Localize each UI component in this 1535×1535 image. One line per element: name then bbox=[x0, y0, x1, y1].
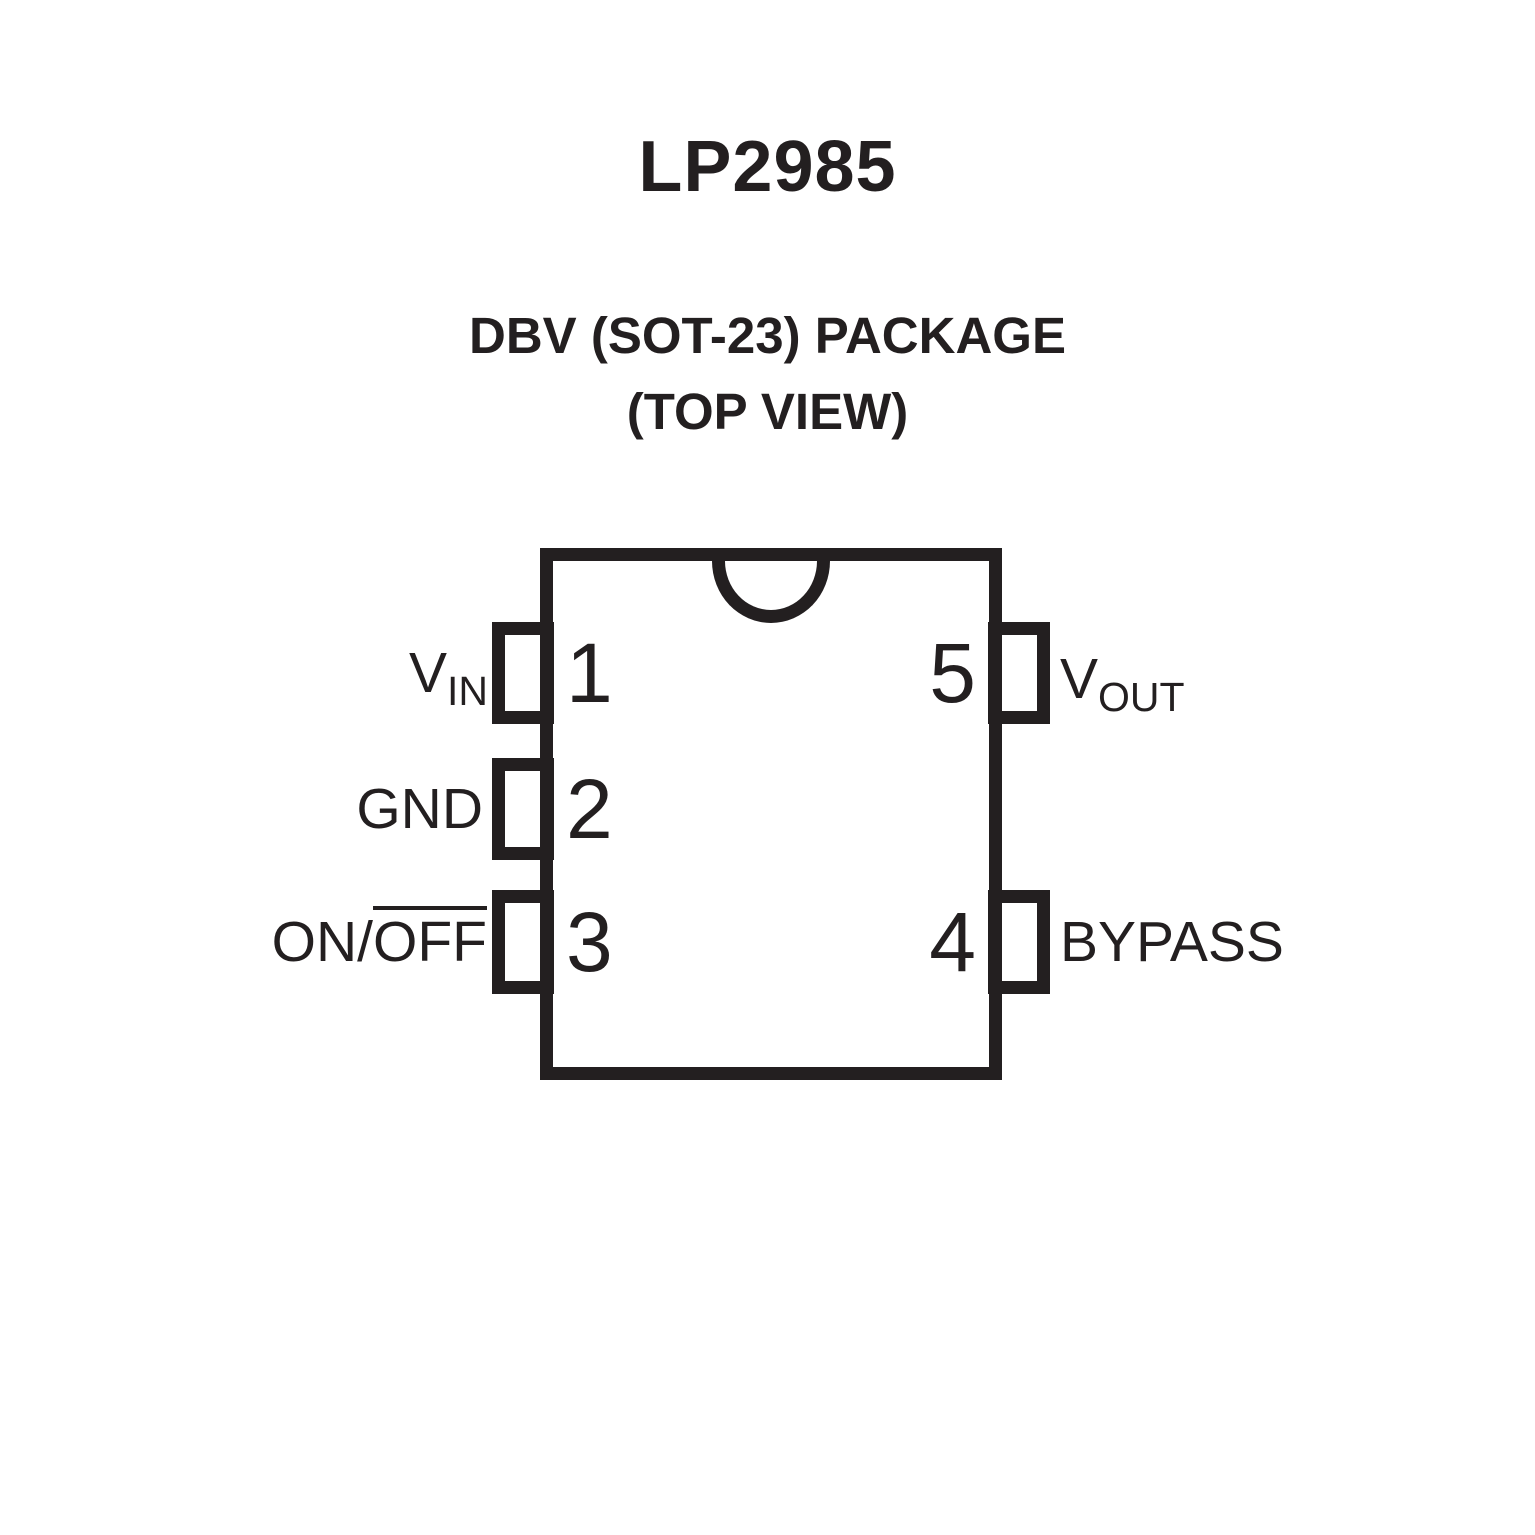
package-name: DBV (SOT-23) PACKAGE bbox=[469, 307, 1066, 364]
pin-number-1: 1 bbox=[566, 626, 613, 720]
vout-label-subscript: OUT bbox=[1098, 674, 1185, 720]
pin-number-2: 2 bbox=[566, 762, 613, 856]
onoff-label-overline: OFF bbox=[373, 910, 487, 974]
vout-label-main: V bbox=[1060, 647, 1099, 711]
package-view: (TOP VIEW) bbox=[626, 383, 909, 440]
pin-label-vout: VOUT bbox=[1060, 628, 1185, 748]
ic-package-body bbox=[540, 548, 1002, 1080]
pin-label-gnd: GND bbox=[356, 777, 483, 841]
package-heading: DBV (SOT-23) PACKAGE (TOP VIEW) bbox=[0, 298, 1535, 450]
pin-number-4: 4 bbox=[929, 895, 976, 989]
pin-label-vin: VIN bbox=[409, 622, 488, 742]
onoff-label-prefix: ON/ bbox=[271, 910, 374, 974]
pin-number-3: 3 bbox=[566, 895, 613, 989]
pin-label-onoff: ON/OFF bbox=[272, 890, 487, 994]
chip-title: LP2985 bbox=[638, 127, 897, 207]
pin-number-5: 5 bbox=[929, 626, 976, 720]
vin-label-main: V bbox=[408, 641, 447, 705]
vin-label-subscript: IN bbox=[447, 668, 488, 714]
pin-label-bypass: BYPASS bbox=[1060, 910, 1284, 974]
